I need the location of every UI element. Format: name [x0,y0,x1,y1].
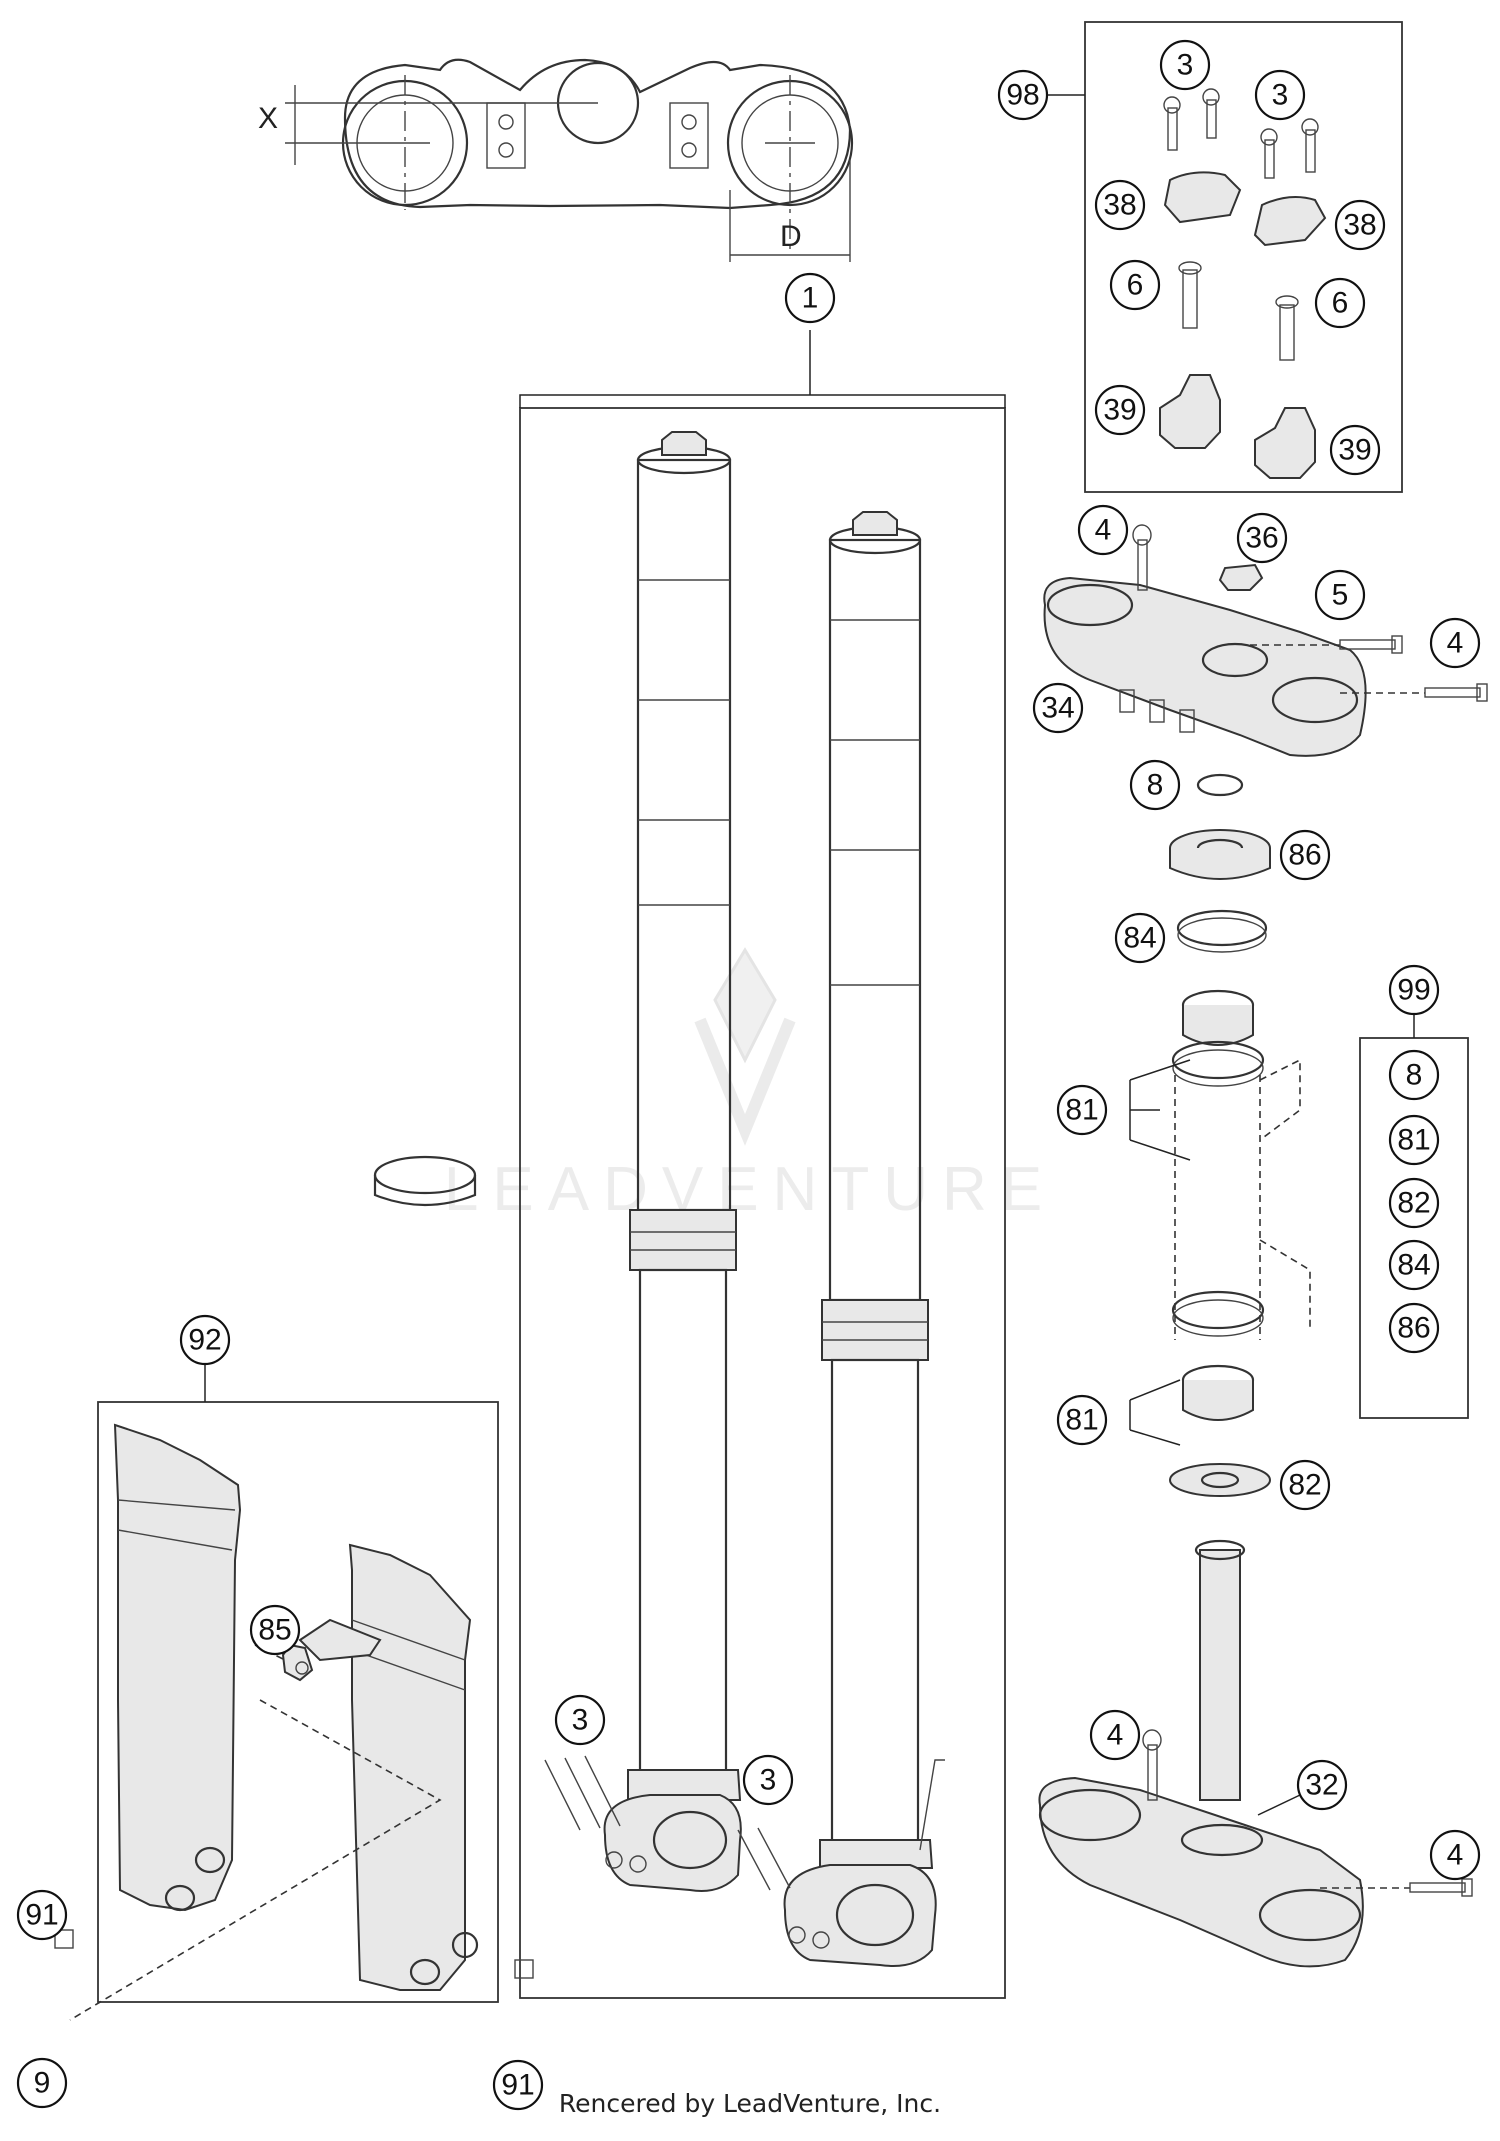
svg-text:34: 34 [1041,692,1074,725]
fork-assembly-box [519,407,1006,1999]
watermark-text: LEADVENTURE [444,1155,1056,1224]
callout-34: 34 [1032,682,1084,734]
callout-3-fork-left: 3 [554,1694,606,1746]
callout-39-left: 39 [1094,384,1146,436]
svg-text:82: 82 [1288,1469,1321,1502]
callout-4-top-bolt: 4 [1077,504,1129,556]
svg-text:4: 4 [1447,627,1464,660]
svg-text:4: 4 [1095,514,1112,547]
svg-text:3: 3 [760,1764,777,1797]
top-triple-clamp [1043,524,1488,757]
svg-text:6: 6 [1127,269,1144,302]
kit-box-98 [1084,21,1403,493]
svg-text:4: 4 [1107,1719,1124,1752]
svg-text:8: 8 [1147,769,1164,802]
callout-6-left: 6 [1109,259,1161,311]
triple-clamp-outline [285,58,854,262]
fork-guards [54,1423,534,2021]
callout-5: 5 [1314,569,1366,621]
callout-91-right: 91 [492,2059,544,2111]
dimension-d-label: D [780,220,802,253]
kit-99-item-81: 81 [1388,1114,1440,1166]
callout-82: 82 [1279,1459,1331,1511]
callout-1: 1 [784,272,836,324]
callout-84: 84 [1114,912,1166,964]
svg-text:39: 39 [1338,434,1371,467]
kit-99-item-8: 8 [1388,1049,1440,1101]
callout-9: 9 [16,2057,68,2109]
callout-81-lower: 81 [1056,1394,1108,1446]
svg-text:32: 32 [1305,1769,1338,1802]
svg-text:3: 3 [1177,49,1194,82]
callout-36: 36 [1236,512,1288,564]
svg-text:86: 86 [1288,839,1321,872]
svg-text:8: 8 [1406,1059,1423,1092]
dimension-x-label: X [258,102,278,135]
callout-92: 92 [179,1314,231,1366]
svg-text:1: 1 [802,282,819,315]
kit-99-item-86: 86 [1388,1302,1440,1354]
steering-bearings [1169,773,1311,1497]
svg-text:36: 36 [1245,522,1278,555]
callout-4-lower-bolt: 4 [1089,1709,1141,1761]
svg-text:84: 84 [1123,922,1156,955]
kit-98-parts [1159,88,1327,479]
svg-text:39: 39 [1103,394,1136,427]
fork-ring [373,1155,477,1207]
watermark: LEADVENTURE [444,947,1056,1224]
svg-text:81: 81 [1065,1094,1098,1127]
callout-3-fork-right: 3 [742,1754,794,1806]
svg-text:81: 81 [1065,1404,1098,1437]
svg-text:86: 86 [1397,1312,1430,1345]
svg-text:92: 92 [188,1324,221,1357]
callout-4-top-clamp: 4 [1429,617,1481,669]
svg-text:82: 82 [1397,1187,1430,1220]
callout-32: 32 [1296,1759,1348,1811]
callout-3-kit-right: 3 [1254,69,1306,121]
svg-text:98: 98 [1006,79,1039,112]
svg-text:3: 3 [572,1704,589,1737]
svg-text:4: 4 [1447,1839,1464,1872]
callout-4-lower-clamp: 4 [1429,1829,1481,1881]
svg-text:91: 91 [25,1899,58,1932]
callout-39-right: 39 [1329,424,1381,476]
callout-38-right: 38 [1334,199,1386,251]
callout-81-upper: 81 [1056,1084,1108,1136]
fork-guard-box [97,1401,499,2003]
callout-99: 99 [1388,964,1440,1016]
footer-credit: Rencered by LeadVenture, Inc. [559,2089,941,2118]
kit-99-item-84: 84 [1388,1239,1440,1291]
svg-text:91: 91 [501,2069,534,2102]
svg-text:99: 99 [1397,974,1430,1007]
callout-3-kit-left: 3 [1159,39,1211,91]
svg-text:84: 84 [1397,1249,1430,1282]
callout-8: 8 [1129,759,1181,811]
svg-text:38: 38 [1103,189,1136,222]
callout-6-right: 6 [1314,277,1366,329]
svg-text:3: 3 [1272,79,1289,112]
callout-38-left: 38 [1094,179,1146,231]
svg-text:6: 6 [1332,287,1349,320]
svg-text:5: 5 [1332,579,1349,612]
kit-99-item-82: 82 [1388,1177,1440,1229]
svg-text:9: 9 [34,2067,51,2100]
svg-text:38: 38 [1343,209,1376,242]
callout-91-left: 91 [16,1889,68,1941]
callout-98: 98 [997,69,1049,121]
svg-text:81: 81 [1397,1124,1430,1157]
right-fork-leg [783,511,945,1967]
callout-86: 86 [1279,829,1331,881]
callout-85: 85 [249,1604,301,1656]
lower-triple-clamp [1038,1539,1473,1968]
svg-text:85: 85 [258,1614,291,1647]
left-fork-leg [603,431,742,1892]
fork-clamp-bolts [544,1755,791,1891]
